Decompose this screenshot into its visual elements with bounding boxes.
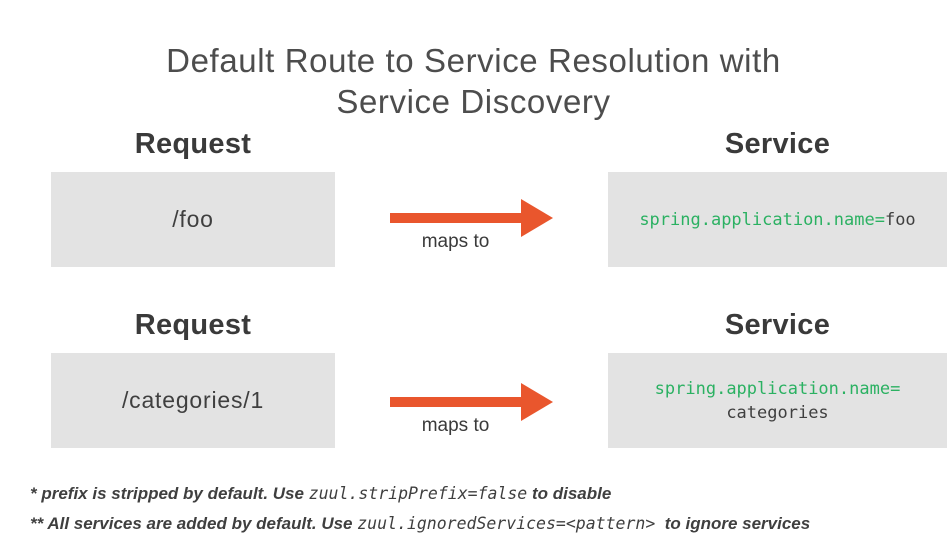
- footnote1-post: to disable: [527, 484, 612, 503]
- maps-to-arrow-row1: [390, 213, 521, 223]
- service-code-value-row2: categories: [726, 402, 829, 423]
- request-path-row1: /foo: [172, 206, 214, 232]
- service-code-row1: spring.application.name=foo: [639, 208, 915, 232]
- maps-to-label-row2: maps to: [421, 415, 490, 436]
- maps-to-arrow-row2: [390, 397, 521, 407]
- service-code-property-row1: spring.application.name=: [639, 209, 885, 230]
- footnote1-pre: * prefix is stripped by default. Use: [30, 484, 309, 503]
- slide-title-line1: Default Route to Service Resolution with: [166, 42, 781, 79]
- footnote2-pre: ** All services are added by default. Us…: [30, 514, 358, 533]
- maps-to-arrowhead-row2: [521, 383, 553, 421]
- service-heading-row2: Service: [724, 309, 831, 341]
- service-box-row2: spring.application.name= categories: [608, 353, 947, 448]
- footnote2-post: to ignore services: [655, 514, 811, 533]
- maps-to-label-row1: maps to: [421, 231, 490, 252]
- service-code-row2: spring.application.name= categories: [655, 377, 901, 425]
- footnote1-code: zuul.stripPrefix=false: [308, 484, 528, 503]
- service-heading-row1: Service: [724, 128, 831, 160]
- footnote-ignored-services: ** All services are added by default. Us…: [30, 514, 937, 534]
- maps-to-arrowhead-row1: [521, 199, 553, 237]
- service-code-property-row2: spring.application.name=: [654, 378, 901, 399]
- footnote2-code: zuul.ignoredServices=<pattern>: [357, 514, 656, 533]
- service-box-row1: spring.application.name=foo: [608, 172, 947, 267]
- request-box-row1: /foo: [51, 172, 335, 267]
- request-box-row2: /categories/1: [51, 353, 335, 448]
- slide-title-line2: Service Discovery: [336, 83, 611, 120]
- service-code-value-row1: foo: [884, 209, 916, 230]
- slide-title: Default Route to Service Resolution with…: [0, 40, 947, 122]
- footnote-strip-prefix: * prefix is stripped by default. Use zuu…: [30, 484, 937, 504]
- request-path-row2: /categories/1: [121, 387, 265, 413]
- request-heading-row1: Request: [134, 128, 252, 160]
- request-heading-row2: Request: [134, 309, 252, 341]
